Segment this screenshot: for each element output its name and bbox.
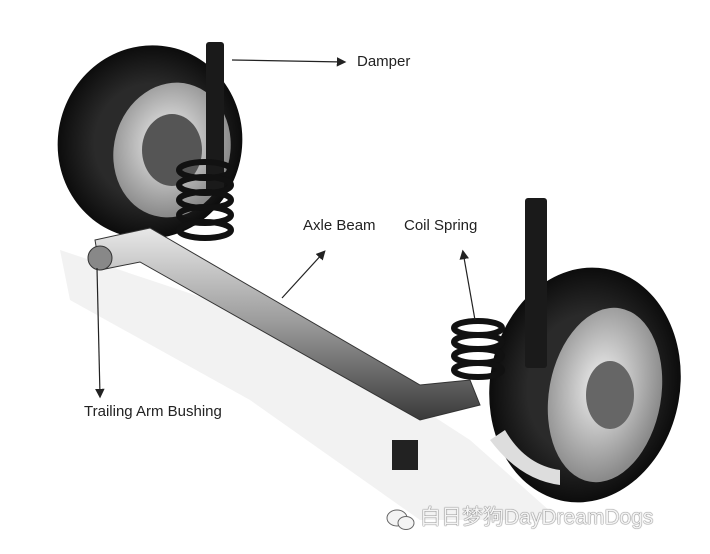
label-damper: Damper xyxy=(357,53,411,70)
label-coil-spring: Coil Spring xyxy=(404,217,478,234)
left-bushing xyxy=(87,245,113,271)
label-axle-beam: Axle Beam xyxy=(303,217,376,234)
floor-shadow xyxy=(60,250,560,520)
right-bushing xyxy=(392,440,418,470)
coil-spring-arrow xyxy=(459,249,476,321)
left-wheel xyxy=(57,45,243,239)
damper-arrow xyxy=(231,57,347,67)
trailing-arm-arrow xyxy=(95,267,105,399)
left-damper xyxy=(206,42,224,192)
right-damper xyxy=(525,198,547,368)
axle-beam xyxy=(94,227,481,421)
right-coil-spring xyxy=(451,318,505,380)
left-coil-spring xyxy=(176,159,234,241)
wechat-icon xyxy=(386,509,415,530)
axle-beam-arrow xyxy=(281,250,326,299)
watermark: 白日梦狗DayDreamDogs xyxy=(420,506,654,529)
label-trailing-arm-bushing: Trailing Arm Bushing xyxy=(84,403,222,420)
